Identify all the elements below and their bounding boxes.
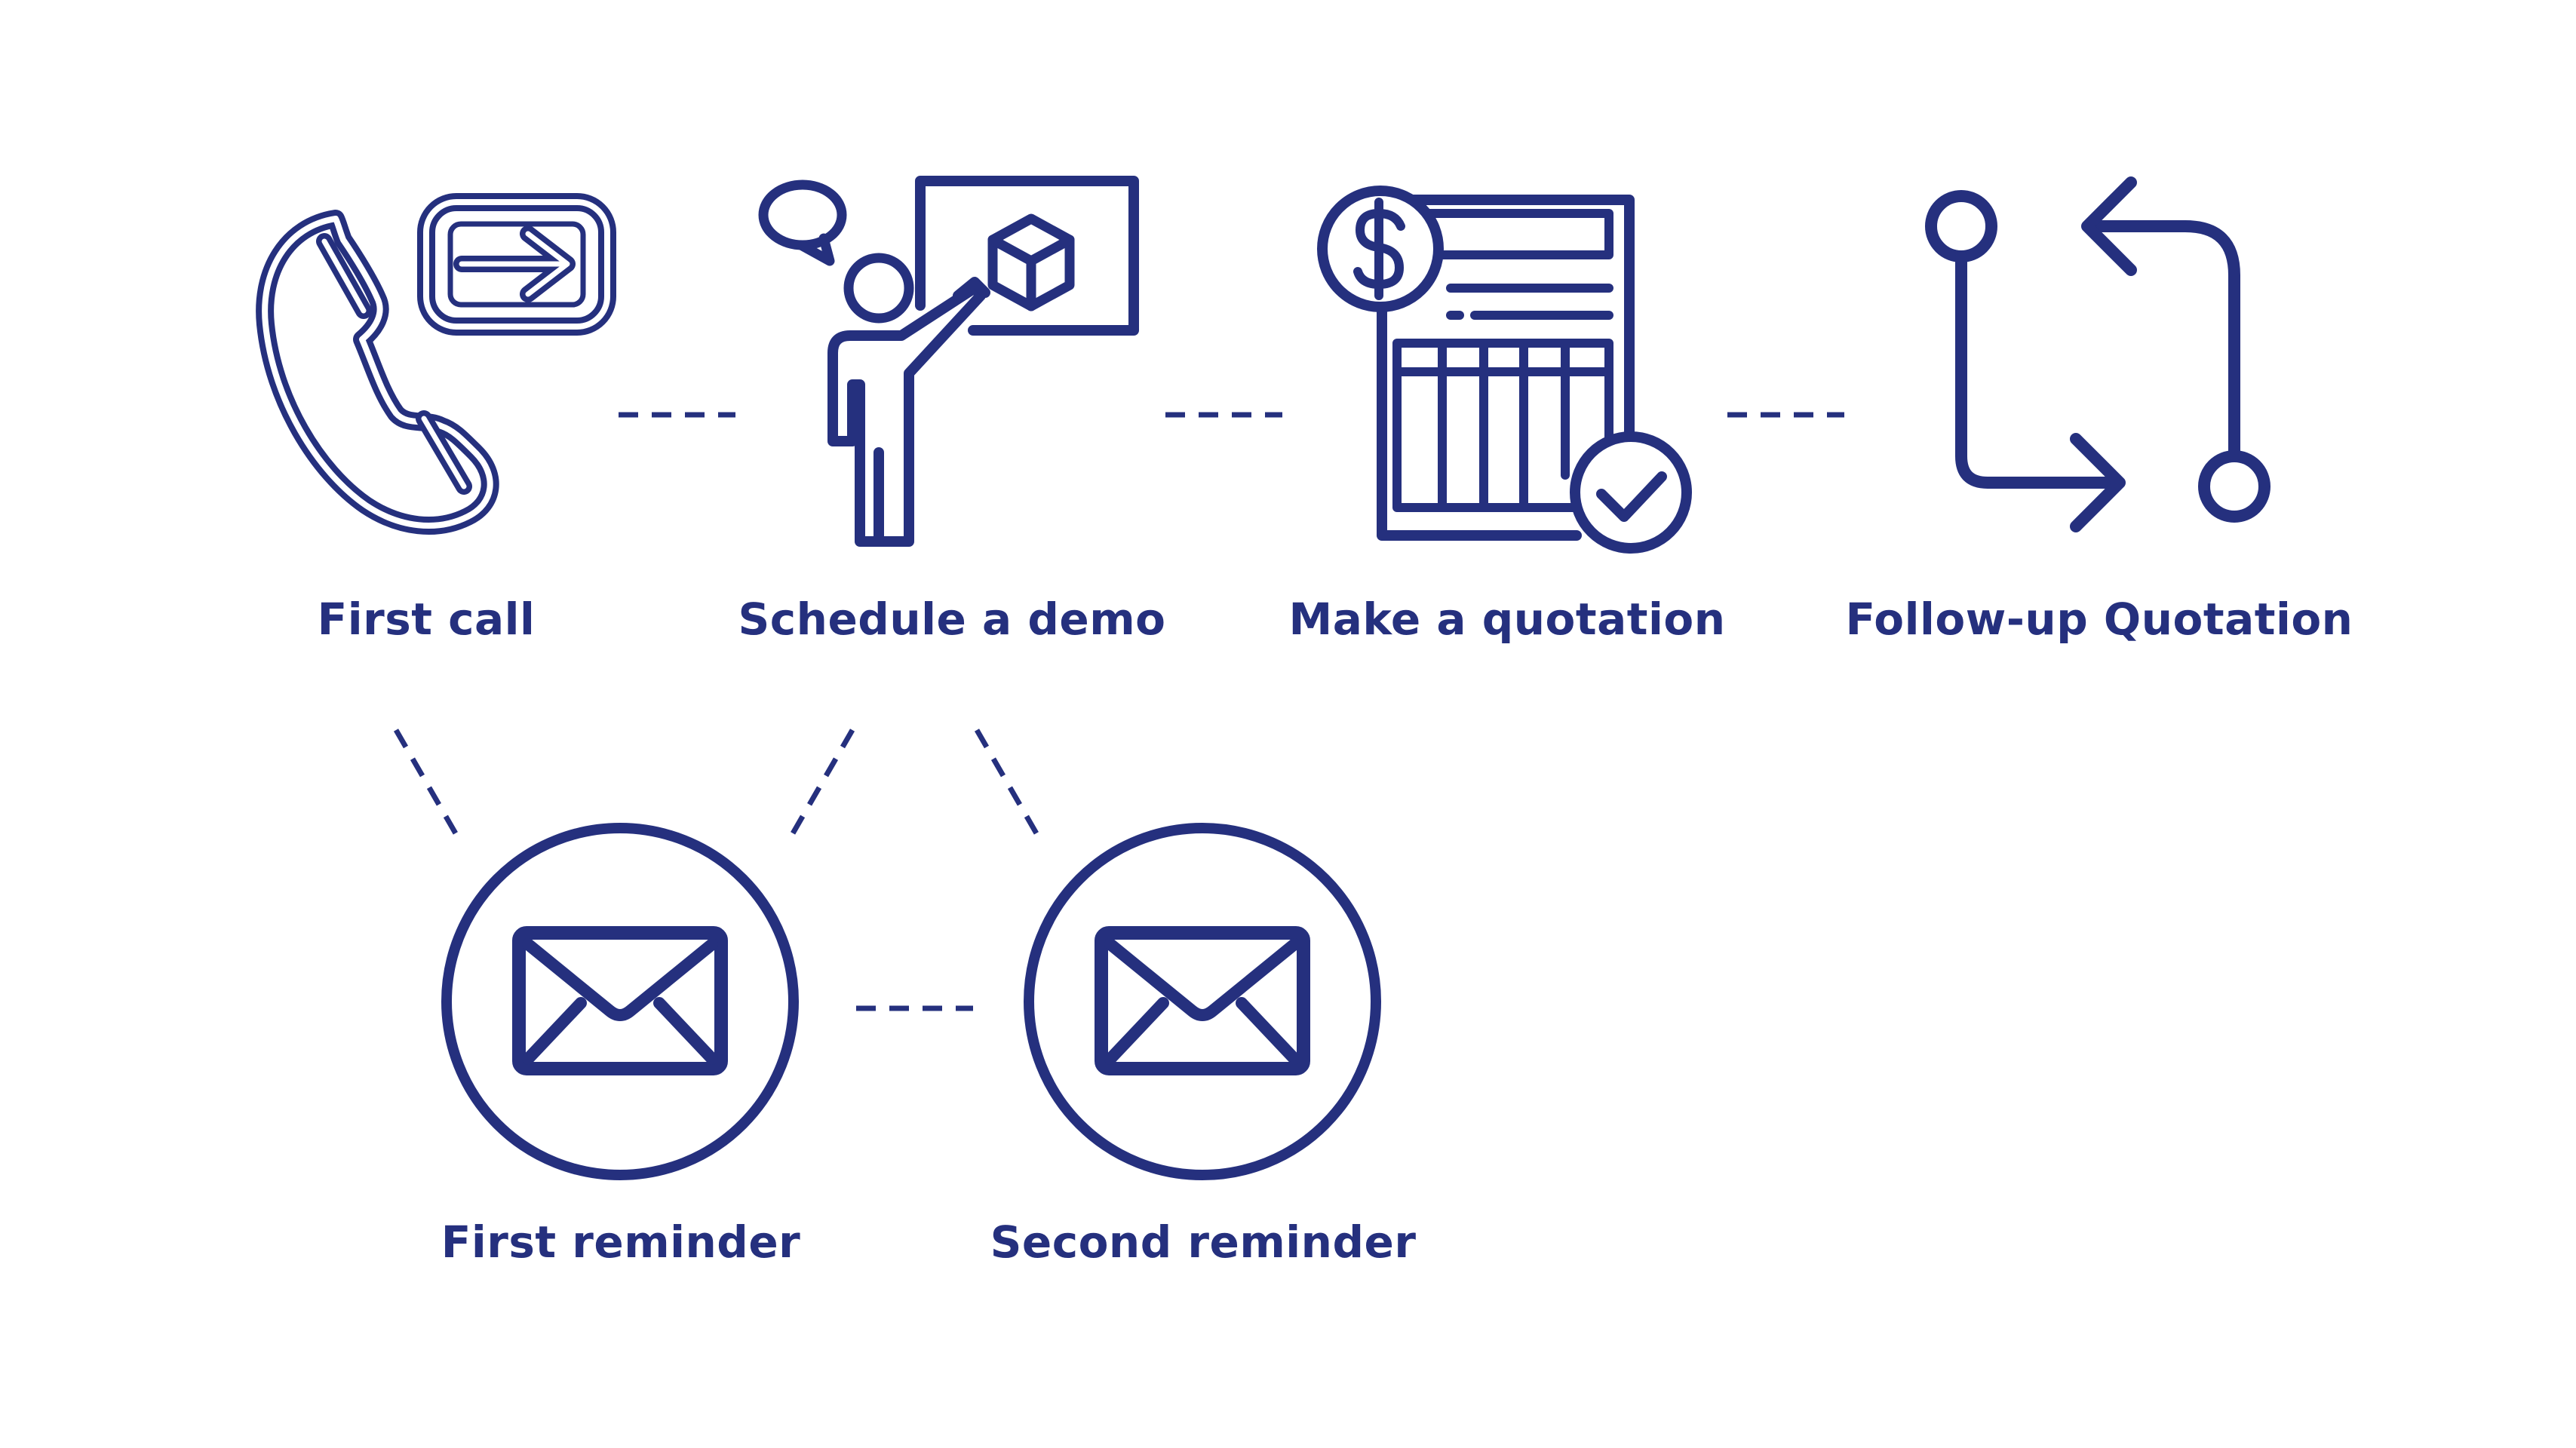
step-label-follow-up-quotation: Follow-up Quotation — [1845, 594, 2353, 645]
step-label-first-call: First call — [317, 594, 536, 645]
quotation-document-icon — [1317, 186, 1692, 554]
reminder-label-first: First reminder — [441, 1216, 801, 1268]
phone-icon — [256, 193, 616, 535]
flow-arrows-icon — [1925, 176, 2271, 532]
envelope-icon — [1024, 823, 1381, 1180]
connector-demo-to-second-reminder — [974, 729, 1042, 840]
envelope-icon — [441, 823, 799, 1180]
step-label-make-quotation: Make a quotation — [1288, 594, 1726, 645]
connector-call-to-first-reminder — [393, 729, 462, 840]
reminder-label-second: Second reminder — [990, 1216, 1417, 1268]
step-label-schedule-demo: Schedule a demo — [738, 594, 1166, 645]
presenter-icon — [758, 176, 1139, 547]
connector-demo-to-first-reminder — [787, 729, 855, 840]
